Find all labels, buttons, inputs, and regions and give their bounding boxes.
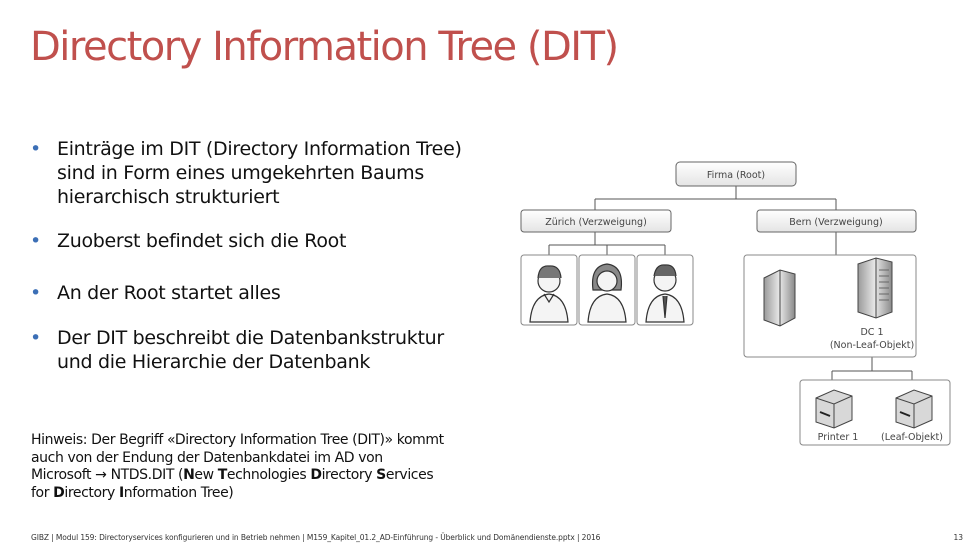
bullet-dot-icon: • — [30, 282, 41, 304]
printer-icon — [815, 389, 853, 429]
bullet-dot-icon: • — [30, 138, 41, 160]
hint-line: Microsoft → NTDS.DIT (New Technologies D… — [31, 467, 526, 485]
tree-connector-lines — [548, 186, 913, 380]
hint-text: echnologies — [226, 467, 311, 483]
bullet-list: • Einträge im DIT (Directory Information… — [28, 137, 528, 374]
branch-node-bern: Bern (Verzweigung) — [756, 209, 917, 233]
dc-label: (Non-Leaf-Objekt) — [830, 340, 914, 351]
hint-bold-letter: D — [310, 467, 322, 483]
hint-bold-letter: S — [376, 467, 386, 483]
hint-text: ew — [194, 467, 218, 483]
bullet-text-line: sind in Form eines umgekehrten Baums — [57, 162, 424, 184]
bullet-item: • Einträge im DIT (Directory Information… — [28, 137, 528, 209]
hint-note: Hinweis: Der Begriff «Directory Informat… — [31, 432, 526, 502]
bullet-text-line: An der Root startet alles — [57, 282, 281, 304]
branch-node-zurich: Zürich (Verzweigung) — [520, 209, 672, 233]
hint-line: auch von der Endung der Datenbankdatei i… — [31, 449, 383, 466]
hint-bold-letter: N — [183, 467, 195, 483]
hint-text: irectory — [321, 467, 377, 483]
user-card — [636, 254, 694, 326]
slide-footer: GIBZ | Modul 159: Directoryservices konf… — [31, 533, 601, 542]
user-card — [520, 254, 578, 326]
printer-label: Printer 1 — [818, 432, 859, 443]
bullet-text-line: Der DIT beschreibt die Datenbankstruktur — [57, 327, 444, 349]
bullet-dot-icon: • — [30, 327, 41, 349]
bullet-item: • Der DIT beschreibt die Datenbankstrukt… — [28, 326, 528, 374]
hint-bold-letter: I — [118, 484, 124, 501]
hint-text: nformation — [123, 484, 201, 501]
printer-card: Printer 1 (Leaf-Objekt) — [799, 379, 951, 446]
bullet-dot-icon: • — [30, 230, 41, 252]
hint-bold-letter: D — [53, 484, 65, 501]
server-card: DC 1 (Non-Leaf-Objekt) — [743, 254, 917, 358]
user-icon — [587, 263, 627, 323]
user-card — [578, 254, 636, 326]
printer-icon — [895, 389, 933, 429]
hint-text: ervices — [385, 467, 434, 483]
user-icon — [645, 264, 685, 323]
bullet-text-line: hierarchisch strukturiert — [57, 186, 280, 208]
dc-label: DC 1 — [860, 327, 883, 338]
bullet-item: • Zuoberst befindet sich die Root — [28, 229, 528, 253]
bullet-text-line: Zuoberst befindet sich die Root — [57, 230, 347, 252]
root-node: Firma (Root) — [675, 161, 797, 187]
hint-text: Microsoft — [31, 467, 96, 483]
leaf-label: (Leaf-Objekt) — [881, 432, 943, 443]
bullet-item: • An der Root startet alles — [28, 281, 528, 305]
arrow-right-icon: → — [95, 467, 107, 483]
bullet-text-line: Einträge im DIT (Directory Information T… — [57, 138, 462, 160]
hint-line: Hinweis: Der Begriff «Directory Informat… — [31, 432, 444, 448]
hint-text: NTDS.DIT ( — [106, 467, 184, 483]
user-icon — [529, 265, 569, 323]
hint-text: Tree) — [200, 484, 234, 501]
page-number: 13 — [953, 533, 963, 542]
slide-title: Directory Information Tree (DIT) — [30, 24, 619, 70]
server-icon — [763, 269, 796, 327]
bullet-text-line: und die Hierarchie der Datenbank — [57, 351, 371, 373]
branch-label: Zürich (Verzweigung) — [545, 217, 647, 228]
hint-bold-letter: T — [217, 467, 228, 483]
hint-line: for Directory Information Tree) — [31, 485, 526, 503]
hint-text: irectory — [64, 484, 119, 501]
root-label: Firma (Root) — [707, 170, 765, 181]
server-icon — [857, 257, 893, 319]
branch-label: Bern (Verzweigung) — [789, 217, 882, 228]
hint-text: for — [31, 484, 54, 501]
